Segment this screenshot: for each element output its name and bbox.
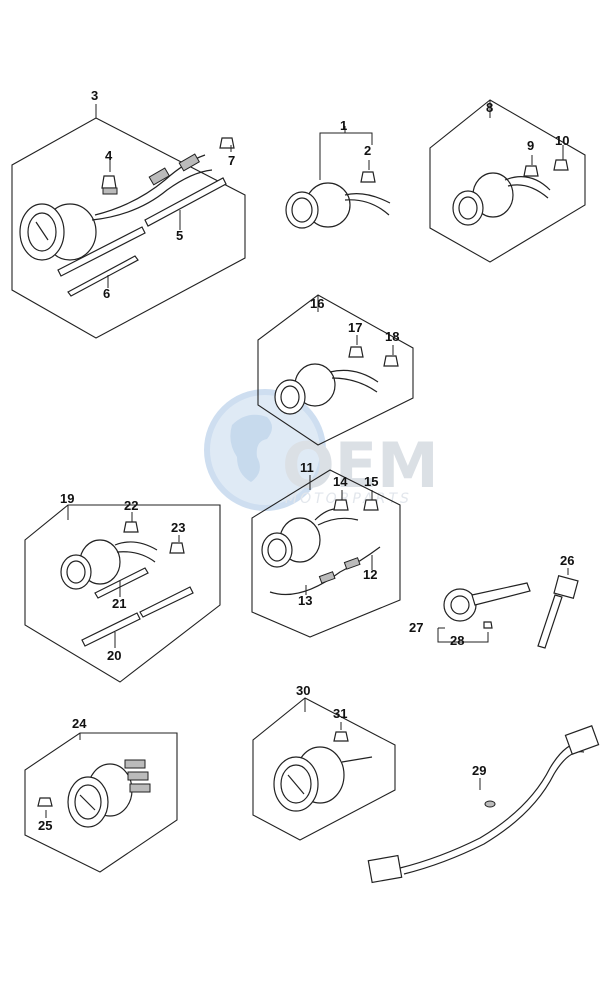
callout-12: 12 [363,567,377,582]
callout-18: 18 [385,329,399,344]
callout-14: 14 [333,474,348,489]
callout-22: 22 [124,498,138,513]
callout-5: 5 [176,228,183,243]
callout-17: 17 [348,320,362,335]
callout-23: 23 [171,520,185,535]
callout-26: 26 [560,553,574,568]
group-24 [24,732,178,873]
watermark: OEM MOTORPARTS [204,389,439,511]
callout-29: 29 [472,763,486,778]
callout-labels: 3 4 7 5 6 1 2 8 9 10 16 17 18 11 14 15 1… [38,88,574,833]
callout-9: 9 [527,138,534,153]
group-3-box [11,117,246,339]
callout-11: 11 [300,460,314,475]
watermark-brand: OEM [282,429,439,502]
callout-27: 27 [409,620,423,635]
callout-28: 28 [450,633,464,648]
watermark-globe-icon [204,389,326,511]
callout-1: 1 [340,118,347,133]
callout-13: 13 [298,593,312,608]
group-3 [11,104,246,339]
group-11 [251,469,401,638]
group-1 [285,126,391,229]
callout-21: 21 [112,596,126,611]
group-26-27-28 [437,568,579,649]
group-29 [367,725,600,884]
callout-25: 25 [38,818,52,833]
callout-8: 8 [486,100,493,115]
watermark-continents [230,414,272,482]
group-8 [429,99,586,263]
callout-30: 30 [296,683,310,698]
callout-10: 10 [555,133,569,148]
callout-6: 6 [103,286,110,301]
callout-19: 19 [60,491,74,506]
callout-7: 7 [228,153,235,168]
callout-15: 15 [364,474,378,489]
callout-20: 20 [107,648,121,663]
callout-4: 4 [105,148,113,163]
callout-3: 3 [91,88,98,103]
group-30 [252,697,396,841]
callout-16: 16 [310,296,324,311]
group-19 [24,504,221,683]
callout-2: 2 [364,143,371,158]
cable-tie-part [67,255,139,297]
callout-31: 31 [333,706,347,721]
callout-24: 24 [72,716,87,731]
watermark-sub: MOTORPARTS [285,491,412,507]
bulb-part [101,175,117,189]
tube-part [144,177,227,227]
group-16 [257,294,414,446]
